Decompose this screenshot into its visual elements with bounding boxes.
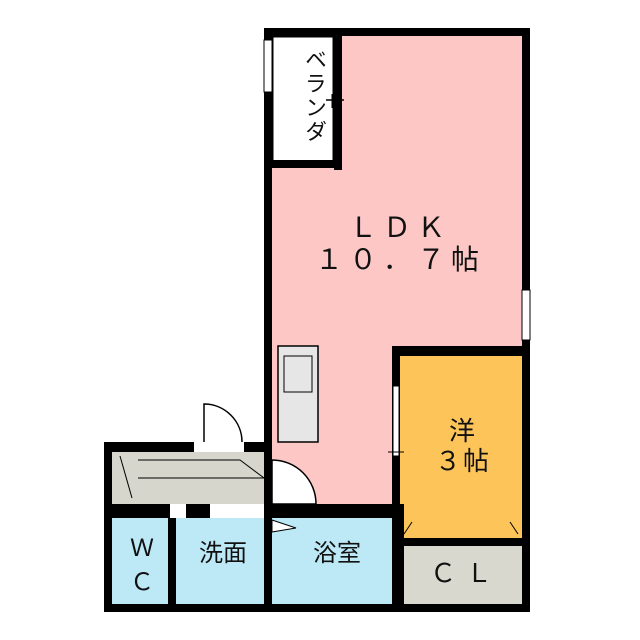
- veranda-label: ベランダ: [301, 48, 326, 144]
- kitchen-counter: [277, 345, 319, 443]
- washroom: [172, 518, 268, 604]
- bathroom-label: 浴室: [313, 539, 361, 567]
- entrance-door: [203, 403, 243, 443]
- western-sliding-door: [392, 385, 400, 457]
- wc-label: Ｗ Ｃ: [130, 534, 154, 596]
- east-window: [521, 289, 531, 341]
- closet: [404, 546, 522, 604]
- veranda-window: [263, 39, 273, 93]
- shoe-box: [138, 459, 266, 479]
- closet-label: ＣＬ: [429, 559, 502, 589]
- western-room-label: 洋 ３帖: [434, 417, 491, 477]
- wc-room: [112, 518, 172, 604]
- kitchen-sink: [283, 355, 313, 393]
- entry-step: [112, 452, 138, 504]
- ldk-label: ＬＤＫ １０．７帖: [314, 211, 485, 277]
- closet-door-mark: [403, 521, 413, 535]
- step-mark: [119, 455, 133, 499]
- western-room: [400, 356, 522, 542]
- bathroom: [268, 518, 392, 604]
- closet-door-mark: [509, 521, 519, 535]
- hall-door: [271, 459, 317, 505]
- washroom-door: [271, 519, 297, 533]
- washroom-label: 洗面: [199, 539, 247, 567]
